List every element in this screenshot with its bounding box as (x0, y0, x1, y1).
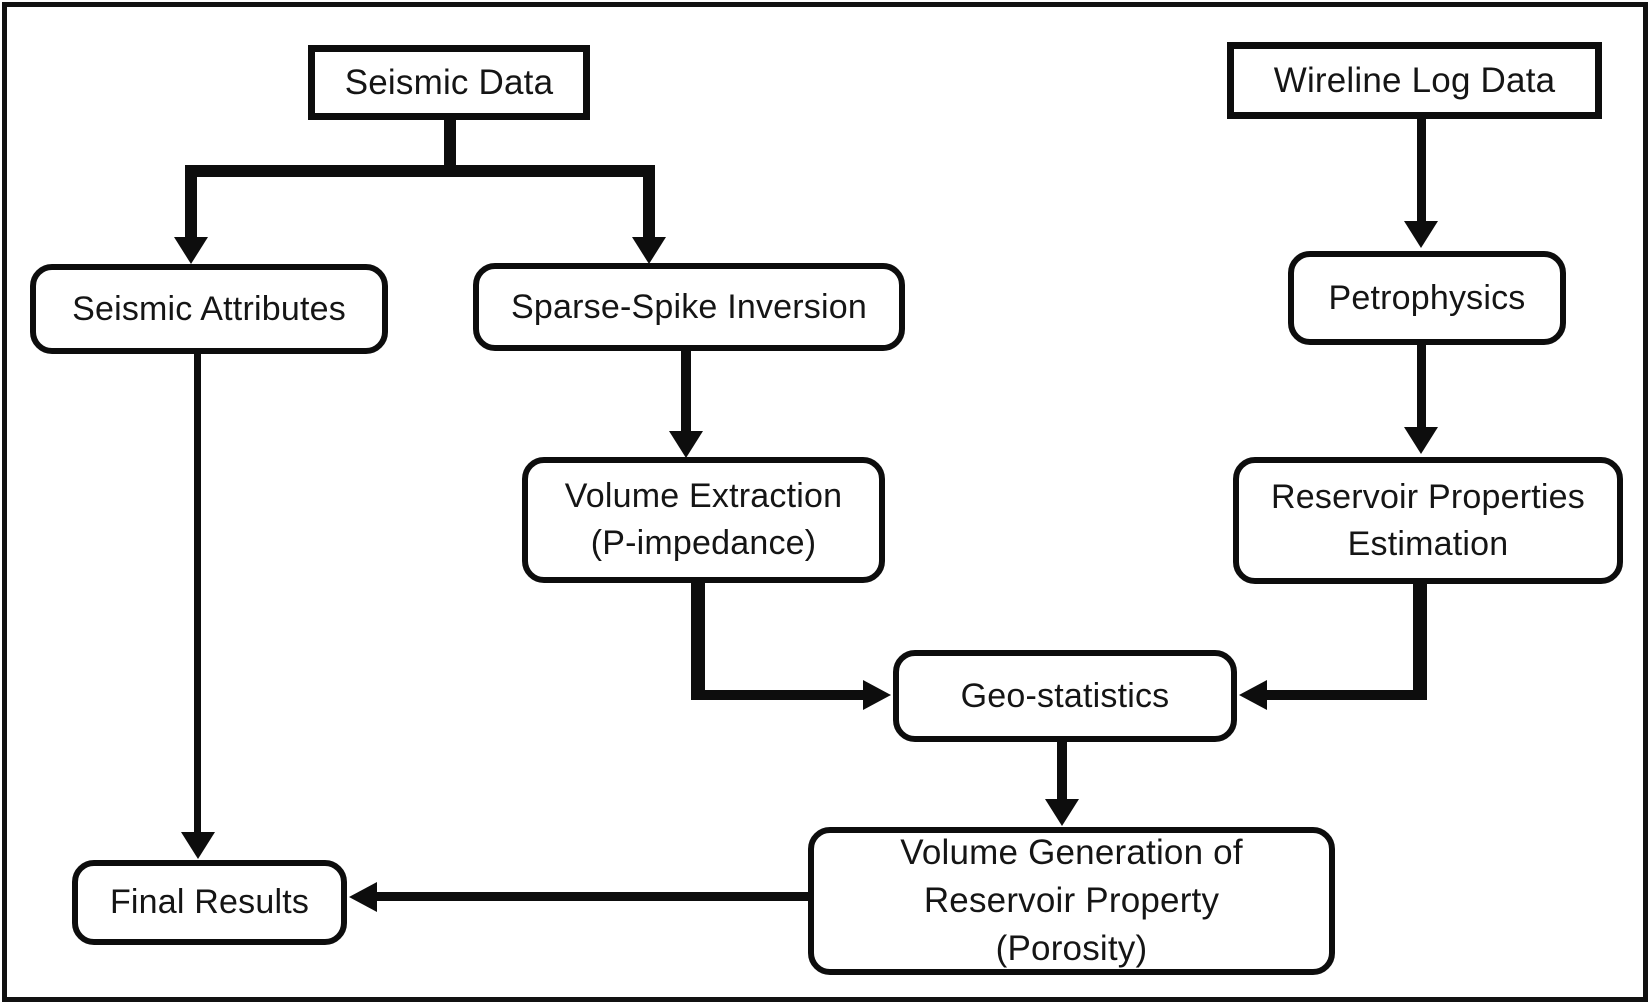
node-volume-generation: Volume Generation of Reservoir Property … (808, 827, 1335, 975)
node-reservoir-properties-estimation-label: Reservoir Properties Estimation (1271, 477, 1585, 563)
node-seismic-data: Seismic Data (308, 45, 590, 120)
node-volume-generation-label: Volume Generation of Reservoir Property … (900, 833, 1243, 968)
node-wireline-log-data: Wireline Log Data (1227, 42, 1602, 119)
edge-seismic-data-stem (444, 117, 456, 172)
arrowhead-petrophysics (1404, 221, 1438, 248)
arrowhead-final-results-top (181, 832, 215, 859)
edge-reservoir-properties-elbow-horizontal (1264, 690, 1427, 700)
node-sparse-spike-inversion: Sparse-Spike Inversion (473, 263, 905, 351)
arrowhead-seismic-attributes (174, 237, 208, 264)
node-petrophysics-label: Petrophysics (1328, 278, 1526, 317)
arrowhead-volume-generation (1045, 799, 1079, 826)
edge-branch-to-seismic-attributes (185, 165, 197, 239)
node-seismic-attributes: Seismic Attributes (30, 264, 388, 354)
node-volume-extraction-label: Volume Extraction (P-impedance) (564, 477, 843, 562)
edge-reservoir-properties-elbow-vertical (1413, 582, 1427, 700)
node-seismic-data-label: Seismic Data (344, 63, 554, 102)
edge-volume-generation-to-final-results (376, 892, 808, 901)
edge-volume-extraction-elbow-vertical (691, 582, 705, 700)
arrowhead-geo-statistics-left (863, 680, 891, 710)
node-seismic-attributes-label: Seismic Attributes (72, 289, 346, 328)
arrowhead-sparse-spike (632, 237, 666, 264)
edge-seismic-attributes-to-final-results (194, 352, 201, 834)
node-geo-statistics: Geo-statistics (893, 650, 1237, 742)
arrowhead-reservoir-properties (1404, 427, 1438, 454)
edge-wireline-to-petrophysics (1417, 117, 1426, 223)
arrowhead-final-results-right (349, 882, 377, 912)
edge-sparse-spike-to-volume-extraction (681, 349, 691, 433)
node-sparse-spike-inversion-label: Sparse-Spike Inversion (511, 287, 867, 326)
node-final-results-label: Final Results (109, 883, 310, 921)
edge-petrophysics-to-reservoir-properties (1417, 344, 1426, 429)
edge-volume-extraction-elbow-horizontal (691, 690, 866, 700)
node-reservoir-properties-estimation: Reservoir Properties Estimation (1233, 457, 1623, 584)
node-final-results: Final Results (72, 860, 347, 945)
node-geo-statistics-label: Geo-statistics (960, 676, 1170, 715)
arrowhead-geo-statistics-right (1239, 680, 1267, 710)
edge-branch-to-sparse-spike (643, 165, 655, 239)
arrowhead-volume-extraction (669, 431, 703, 458)
node-petrophysics: Petrophysics (1288, 251, 1566, 345)
edge-geo-statistics-to-volume-generation (1057, 741, 1067, 801)
edge-seismic-data-branch-bar (185, 165, 655, 177)
node-volume-extraction: Volume Extraction (P-impedance) (522, 457, 885, 583)
node-wireline-log-data-label: Wireline Log Data (1273, 61, 1556, 100)
